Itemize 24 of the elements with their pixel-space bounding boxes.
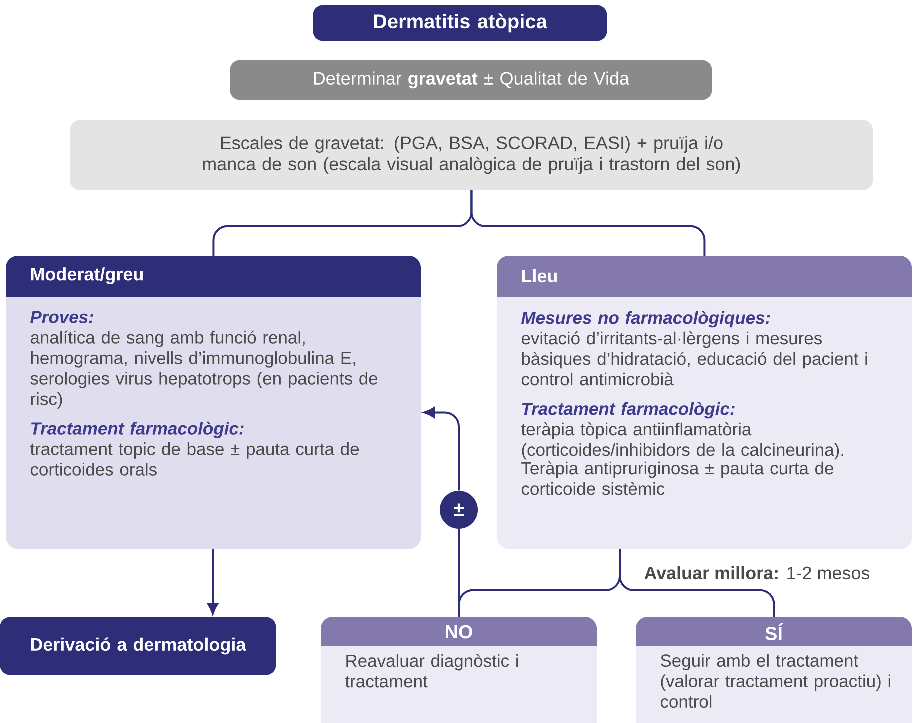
section-heading: Proves: — [30, 311, 94, 324]
card-heading: SÍ — [766, 624, 784, 641]
section-heading: Mesures no farmacològiques: — [522, 311, 770, 328]
connector — [207, 549, 219, 615]
section-heading: Tractament farmacològic: — [31, 422, 244, 438]
body-text: Seguir amb el tractament (valorar tractament proactiu) i control — [660, 654, 890, 708]
body-text: tractament topic de base ± pauta curta de corticoides orals — [30, 442, 360, 476]
connector — [619, 549, 776, 617]
body-text: Reavaluar diagnòstic i tractament — [345, 654, 518, 688]
title-box: Escales de gravetat: (PGA, BSA, SCORAD, EASI) + pruïja i/o manca de son (escala visual analògica de pruïja i trastorn del son) — [70, 120, 874, 190]
title-box: Determinar gravetat ± Qualitat de Vida — [230, 60, 712, 100]
body-text: evitació d’irritants-al·lèrgens i mesures bàsiques d’hidratació, educació del pacient i control antimicrobià — [522, 332, 868, 386]
title-box: Dermatitis atòpica — [313, 5, 608, 42]
section-heading: Tractament farmacològic: — [522, 402, 735, 419]
body-text: teràpia tòpica antiinflamatòria (corticoides/inhibidors de la calcineurina). — [521, 422, 844, 460]
card-heading: NO — [446, 625, 472, 639]
connector — [424, 407, 460, 491]
connector — [470, 190, 706, 256]
body-text: analítica de sang amb funció renal, hemograma, nivells d’immunoglobulina E, serologies virus hepatotrops (en pacients de risc) — [30, 330, 378, 409]
title-box: Derivació a dermatologia — [0, 617, 276, 676]
card-heading: Lleu — [522, 269, 558, 283]
body-text: Teràpia antipruriginosa ± pauta curta de corticoide sistèmic — [522, 462, 834, 496]
card-heading: Moderat/greu — [31, 268, 144, 284]
edge-label: Avaluar millora: 1-2 mesos — [642, 564, 872, 582]
